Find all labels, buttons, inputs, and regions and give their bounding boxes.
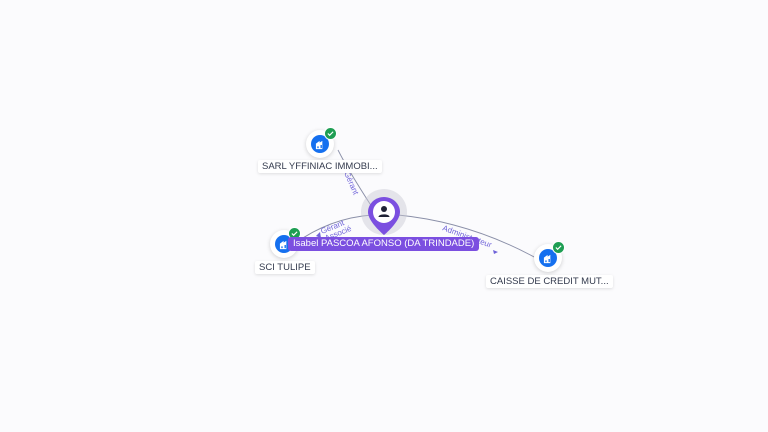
company-node-caisse[interactable] (534, 241, 565, 272)
building-icon (539, 249, 557, 267)
company-label-sci[interactable]: SCI TULIPE (255, 261, 315, 274)
person-icon (378, 206, 390, 217)
person-node[interactable] (367, 196, 401, 236)
edge-caisse (397, 214, 537, 259)
arrow-sci (316, 232, 321, 238)
building-icon (311, 135, 329, 153)
person-label[interactable]: Isabel PASCOA AFONSO (DA TRINDADE) (288, 237, 480, 251)
edge-sarl (337, 149, 373, 208)
verified-check-icon (552, 241, 565, 254)
edge-label-sarl: Gérant (342, 170, 360, 197)
company-label-sarl[interactable]: SARL YFFINIAC IMMOBI... (258, 160, 382, 173)
company-label-caisse[interactable]: CAISSE DE CREDIT MUT... (486, 275, 613, 288)
arrow-caisse (493, 250, 498, 254)
company-node-sci[interactable] (270, 227, 301, 258)
verified-check-icon (324, 127, 337, 140)
company-node-sarl[interactable] (306, 127, 337, 158)
